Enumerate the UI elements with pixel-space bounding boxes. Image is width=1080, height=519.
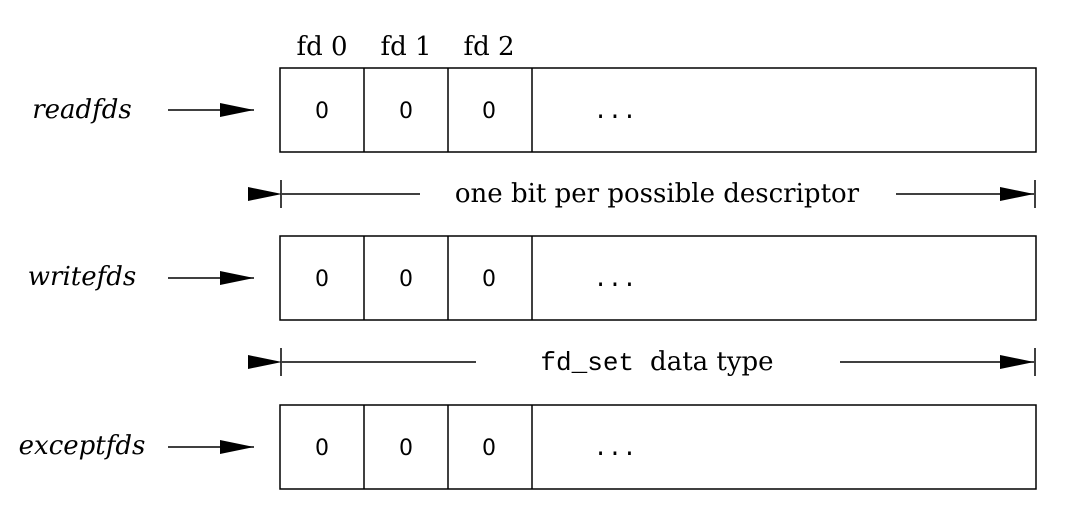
exceptfds-bitset	[279, 404, 1037, 490]
exceptfds-bit-fd0: 0	[315, 436, 329, 461]
writefds-bitset	[279, 235, 1037, 321]
writefds-row: writefds 0 0 0 ...	[28, 235, 1037, 321]
bit-per-descriptor-label: one bit per possible descriptor	[455, 179, 860, 209]
exceptfds-bit-fd2: 0	[482, 436, 496, 461]
readfds-row: readfds 0 0 0 ...	[32, 67, 1037, 153]
fd-set-label: fd_set data type	[540, 347, 773, 378]
readfds-ellipsis: ...	[593, 99, 636, 126]
writefds-bit-fd1: 0	[399, 267, 413, 292]
exceptfds-label: exceptfds	[19, 431, 146, 461]
exceptfds-ellipsis: ...	[593, 436, 636, 463]
readfds-label: readfds	[32, 95, 132, 125]
readfds-bitset	[279, 67, 1037, 153]
writefds-bit-fd2: 0	[482, 267, 496, 292]
writefds-label: writefds	[28, 262, 136, 292]
exceptfds-bit-fd1: 0	[399, 436, 413, 461]
readfds-bit-fd1: 0	[399, 99, 413, 124]
bit-span-annotation: one bit per possible descriptor	[248, 179, 1036, 209]
column-header-fd2: fd 2	[463, 32, 514, 62]
readfds-bit-fd2: 0	[482, 99, 496, 124]
fd-set-code: fd_set	[540, 348, 634, 378]
readfds-bit-fd0: 0	[315, 99, 329, 124]
writefds-ellipsis: ...	[593, 267, 636, 294]
column-header-fd1: fd 1	[380, 32, 431, 62]
fd-set-text: data type	[650, 347, 774, 377]
exceptfds-row: exceptfds 0 0 0 ...	[19, 404, 1037, 490]
fd-set-span-annotation: fd_set data type	[248, 347, 1036, 378]
column-header-fd0: fd 0	[296, 32, 347, 62]
writefds-bit-fd0: 0	[315, 267, 329, 292]
